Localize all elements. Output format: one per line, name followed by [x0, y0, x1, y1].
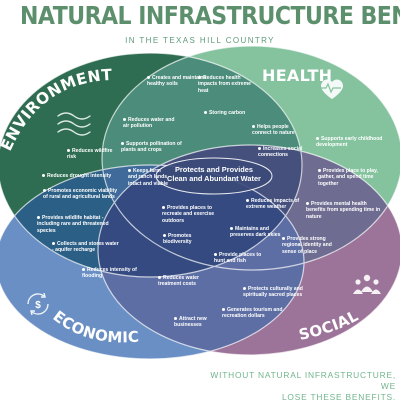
benefit-item: Provides wildlife habitat -including rar…	[37, 215, 109, 234]
benefit-item: Reduces health impacts from extreme heat	[198, 75, 251, 94]
benefit-item: Helps people connect to nature	[252, 124, 295, 137]
benefit-item: Storing carbon	[204, 110, 264, 116]
benefit-item: Provide places to hunt and fish	[214, 252, 262, 265]
benefit-item: Protects culturally and spiritually sacr…	[243, 286, 303, 299]
center-benefit: Protects and Provides Clean and Abundant…	[167, 165, 261, 183]
benefit-item: Reduces impacts of extreme weather	[246, 198, 300, 211]
people-group-icon	[353, 274, 381, 294]
heart-pulse-icon	[319, 79, 343, 99]
health-label: HEALTH	[262, 66, 333, 85]
dollar-sign: $	[35, 300, 41, 311]
benefit-item: Maintains and preserves dark skies	[230, 226, 281, 239]
benefit-item: Reduces water treatment costs	[158, 275, 199, 288]
benefit-item: Reduces water and air pollution	[123, 117, 175, 130]
benefit-item: Keeps farm and ranch lands intact and vi…	[128, 168, 168, 187]
center-ellipse	[155, 157, 273, 195]
benefit-item: Supports pollination of plants and crops	[121, 141, 182, 154]
env-econ-social-overlap	[98, 165, 302, 277]
benefit-item: Creates and maintains healthy soils	[147, 75, 207, 88]
benefit-item: Provides strong regional identity and se…	[282, 236, 332, 255]
benefit-item: Collects and stores water - aquifer rech…	[52, 241, 119, 254]
benefit-item: Promotes economic viability of rural and…	[43, 188, 118, 201]
page-title: NATURAL INFRASTRUCTURE BENEFITS	[20, 1, 400, 30]
benefit-item: Reduces drought intensity	[42, 173, 122, 179]
benefit-item: Reduces wildfire risk	[67, 148, 113, 161]
wind-icon	[57, 112, 91, 136]
benefit-item: Provides place to play, gather, and spen…	[318, 168, 378, 187]
benefit-item: Increases social connections	[258, 146, 303, 159]
benefit-item: Provides places to recreate and exercise…	[162, 205, 215, 224]
dollar-cycle-icon	[27, 292, 49, 316]
footer-note: WITHOUT NATURAL INFRASTRUCTURE, WE LOSE …	[196, 370, 396, 400]
benefit-item: Generates tourism and recreation dollars	[222, 307, 283, 320]
benefit-item: Reduces intensity of flooding	[82, 267, 137, 280]
benefit-item: Supports early childhood development	[316, 136, 383, 149]
footer-line-2: LOSE THESE BENEFITS.	[281, 392, 396, 400]
footer-line-1: WITHOUT NATURAL INFRASTRUCTURE, WE	[210, 370, 396, 391]
benefit-item: Provides mental health benefits from spe…	[306, 201, 381, 220]
benefit-item: Promotes biodiversity	[163, 233, 192, 246]
page-subtitle: IN THE TEXAS HILL COUNTRY	[125, 36, 275, 45]
benefit-item: Attract new businesses	[174, 316, 207, 329]
